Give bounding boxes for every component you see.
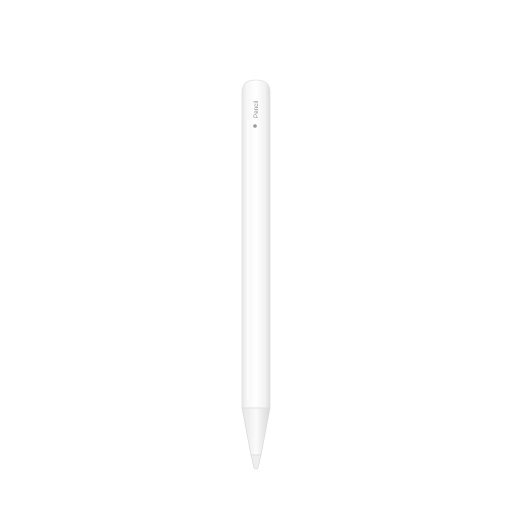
pencil-body [241,79,271,409]
pencil-brand-mark: Pencil [254,100,260,118]
apple-logo-icon [253,124,257,128]
brand-name-label: Pencil [254,100,260,118]
pencil-tip [241,407,271,470]
